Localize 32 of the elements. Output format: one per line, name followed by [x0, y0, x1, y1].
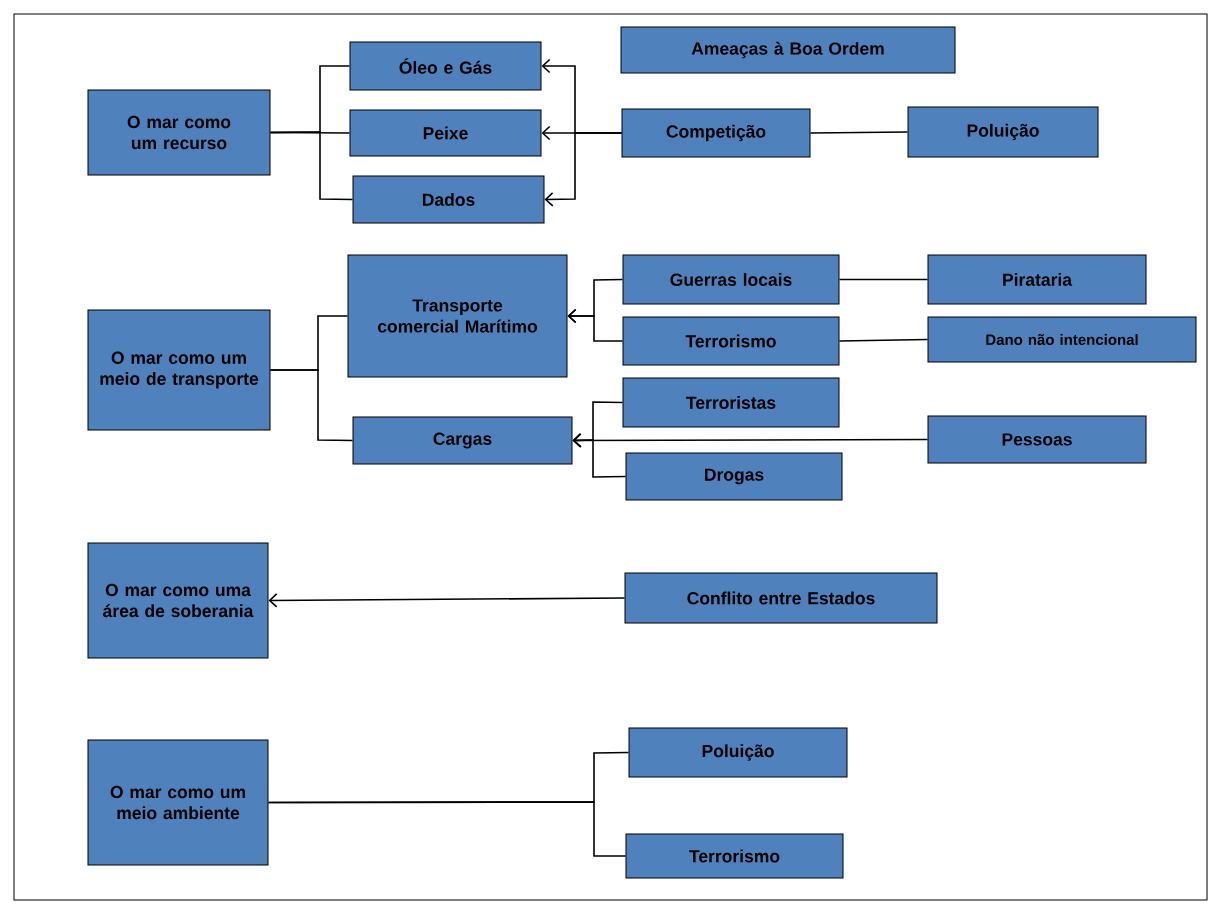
process-box: Terrorismo	[625, 833, 844, 879]
process-box: Peixe	[349, 109, 542, 157]
process-box: Terrorismo	[622, 316, 840, 366]
connector	[544, 132, 623, 207]
process-box: Drogas	[625, 452, 843, 501]
process-box: O mar como uma área de soberania	[87, 542, 269, 659]
process-box: O mar como um meio ambiente	[87, 739, 269, 866]
process-box: Poluição	[907, 106, 1099, 158]
process-box: O mar como um recurso	[87, 89, 271, 176]
process-box: Conflito entre Estados	[624, 572, 938, 624]
process-box: Competição	[621, 108, 811, 158]
connector	[267, 801, 627, 857]
connector	[838, 278, 929, 281]
process-box: Dano não intencional	[927, 316, 1197, 363]
process-box: Cargas	[352, 416, 573, 465]
connector	[838, 338, 929, 342]
connector	[809, 131, 909, 134]
process-box: Pirataria	[927, 254, 1147, 305]
process-box: Dados	[352, 175, 545, 224]
process-box: Guerras locais	[622, 254, 840, 305]
connector	[572, 433, 929, 448]
connector	[567, 308, 624, 342]
connector	[269, 131, 354, 201]
process-box: Terroristas	[622, 377, 840, 428]
process-box: Óleo e Gás	[349, 41, 542, 91]
process-box: O mar como um meio de transporte	[87, 309, 271, 431]
process-box: Poluição	[628, 727, 848, 778]
connector	[269, 369, 354, 442]
process-box: Ameaças à Boa Ordem	[620, 26, 956, 74]
process-box: Transporte comercial Marítimo	[347, 254, 568, 378]
process-box: Pessoas	[927, 415, 1147, 464]
connector	[268, 593, 626, 608]
